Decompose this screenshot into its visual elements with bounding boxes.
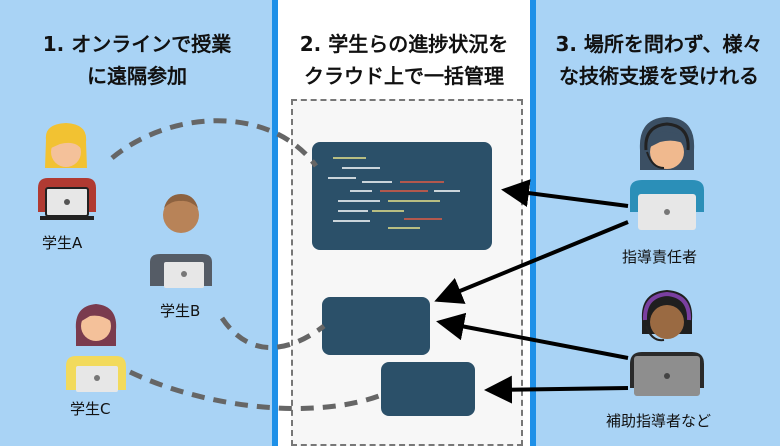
student-c-figure xyxy=(66,304,126,392)
column-2-heading-line2: クラウド上で一括管理 xyxy=(304,64,504,88)
column-2-heading-line1: 2. 学生らの進捗状況を xyxy=(299,32,509,56)
divider-left xyxy=(272,0,278,446)
student-c-label: 学生C xyxy=(70,400,111,418)
column-1-heading-line1: 1. オンラインで授業 xyxy=(42,32,232,56)
arrow-to-screen-c xyxy=(484,375,629,404)
student-b-label: 学生B xyxy=(160,302,201,320)
instructor-label: 指導責任者 xyxy=(622,248,698,266)
code-lines xyxy=(328,157,460,229)
dash-path-b xyxy=(219,316,326,350)
arrow-to-screen-b xyxy=(436,312,629,360)
column-3-heading: 3. 場所を問わず、様々 な技術支援を受けれる xyxy=(538,28,780,92)
dash-path-c xyxy=(128,369,385,411)
student-screen-b xyxy=(322,297,430,355)
column-3-heading-line1: 3. 場所を問わず、様々 xyxy=(555,32,763,56)
student-a-label: 学生A xyxy=(42,234,83,252)
divider-right xyxy=(530,0,536,446)
column-3-heading-line2: な技術支援を受けれる xyxy=(559,64,759,88)
student-screen-c xyxy=(381,362,475,416)
left-panel xyxy=(0,0,272,446)
column-1-heading-line2: に遠隔参加 xyxy=(87,64,187,88)
code-screen xyxy=(312,142,492,250)
arrow-to-screen-b-top xyxy=(434,220,629,304)
instructor-figure xyxy=(630,117,704,230)
column-2-heading: 2. 学生らの進捗状況を クラウド上で一括管理 xyxy=(278,28,530,92)
assistant-label: 補助指導者など xyxy=(606,412,712,430)
student-a-figure xyxy=(38,123,96,220)
column-1-heading: 1. オンラインで授業 に遠隔参加 xyxy=(8,28,266,92)
student-b-figure xyxy=(150,194,212,288)
arrow-to-code-screen xyxy=(501,179,629,208)
dash-path-a xyxy=(110,118,319,168)
assistant-figure xyxy=(630,290,704,396)
